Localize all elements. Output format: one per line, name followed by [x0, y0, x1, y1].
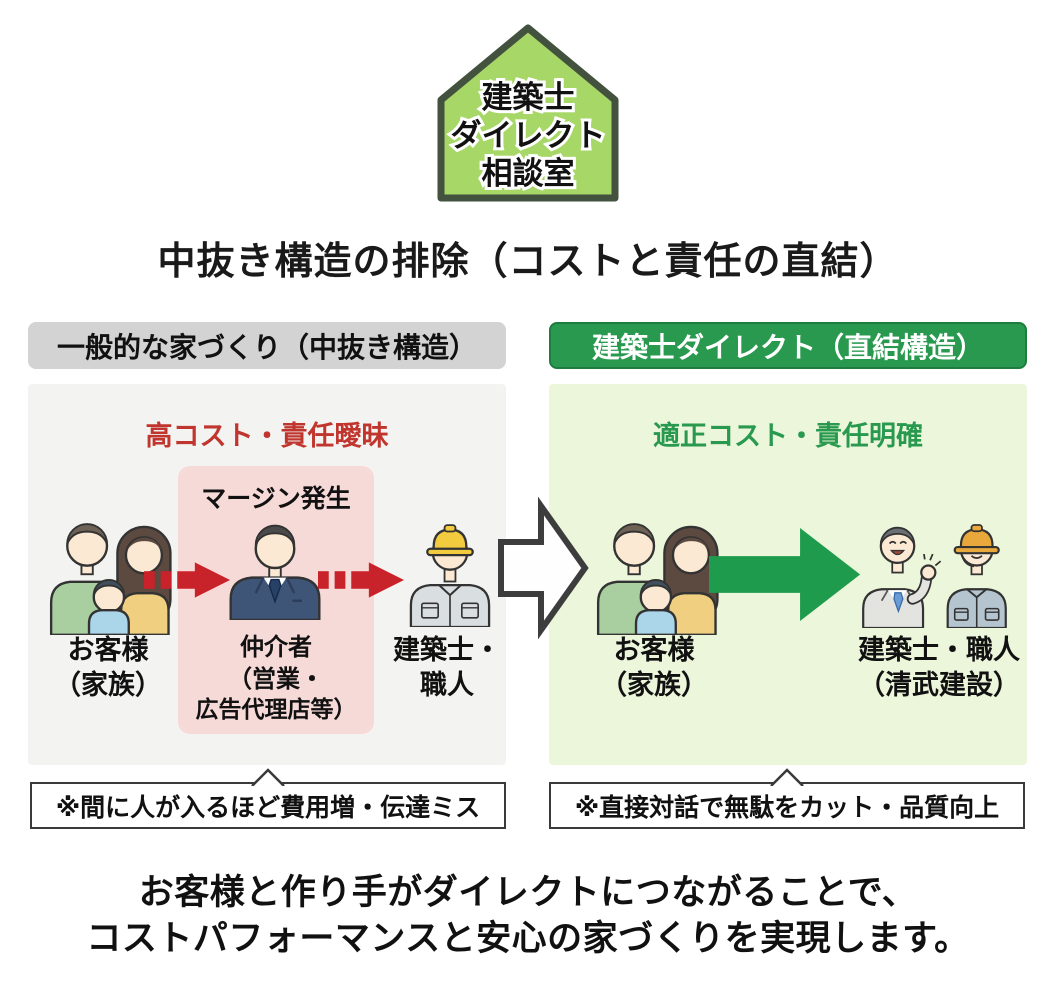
left-builder-label-line1: 建築士・	[393, 635, 501, 666]
footer-line-2: コストパフォーマンスと安心の家づくりを実現します。	[86, 919, 970, 959]
architect-craftsman-icon	[854, 518, 1022, 628]
right-panel-header: 建築士ダイレクト（直結構造）	[549, 322, 1027, 369]
logo-line-2: ダイレクト	[451, 118, 606, 154]
middleman-icon	[217, 516, 333, 620]
transition-arrow-icon	[497, 496, 589, 640]
right-customer-label-line1: お客様	[613, 635, 695, 666]
left-panel-header: 一般的な家づくり（中抜き構造）	[28, 322, 506, 369]
dashed-red-arrow-1	[144, 558, 232, 602]
callout-notch	[770, 768, 804, 786]
right-builder-label-line2: （清武建設）	[858, 670, 1020, 701]
right-note-callout: ※直接対話で無駄をカット・品質向上	[549, 768, 1025, 829]
right-builder-label-line1: 建築士・職人	[858, 635, 1020, 666]
craftsman-icon	[400, 516, 500, 627]
margin-box: マージン発生 仲介者 （営業・ 広告代理店等）	[178, 466, 374, 734]
left-warning-text: 高コスト・責任曖昧	[145, 421, 389, 452]
logo-line-3: 相談室	[482, 156, 575, 192]
left-customer-label-line1: お客様	[67, 635, 149, 666]
logo-line-1: 建築士	[482, 80, 575, 116]
family-icon	[36, 504, 178, 635]
footer-line-1: お客様と作り手がダイレクトにつながることで、	[138, 873, 918, 913]
left-customer-label-line2: （家族）	[54, 670, 162, 701]
middleman-label-line1: 仲介者	[240, 633, 312, 661]
left-panel: 高コスト・責任曖昧 マージン発生 仲介者 （営業・ 広告代理店等）	[28, 384, 506, 765]
house-icon: 建築士 ダイレクト 相談室	[437, 24, 619, 202]
right-panel: 適正コスト・責任明確 お客様 （家族）	[549, 384, 1027, 765]
callout-notch	[251, 768, 285, 786]
right-benefit-text: 適正コスト・責任明確	[653, 421, 923, 452]
right-note-text: ※直接対話で無駄をカット・品質向上	[574, 792, 1000, 822]
left-note-text: ※間に人が入るほど費用増・伝達ミス	[55, 792, 481, 822]
middleman-label-line3: 広告代理店等）	[195, 697, 357, 723]
family-icon-right	[583, 504, 725, 635]
right-customer-label-line2: （家族）	[600, 670, 708, 701]
margin-label: マージン発生	[201, 484, 351, 513]
middleman-label-line2: （営業・	[228, 665, 324, 693]
page-title: 中抜き構造の排除（コストと責任の直結）	[157, 239, 899, 283]
left-note-callout: ※間に人が入るほど費用増・伝達ミス	[30, 768, 506, 829]
dashed-red-arrow-2	[318, 558, 406, 602]
left-builder-label-line2: 職人	[420, 670, 474, 701]
direct-green-arrow	[709, 524, 864, 626]
logo-house: 建築士 ダイレクト 相談室	[433, 20, 623, 208]
